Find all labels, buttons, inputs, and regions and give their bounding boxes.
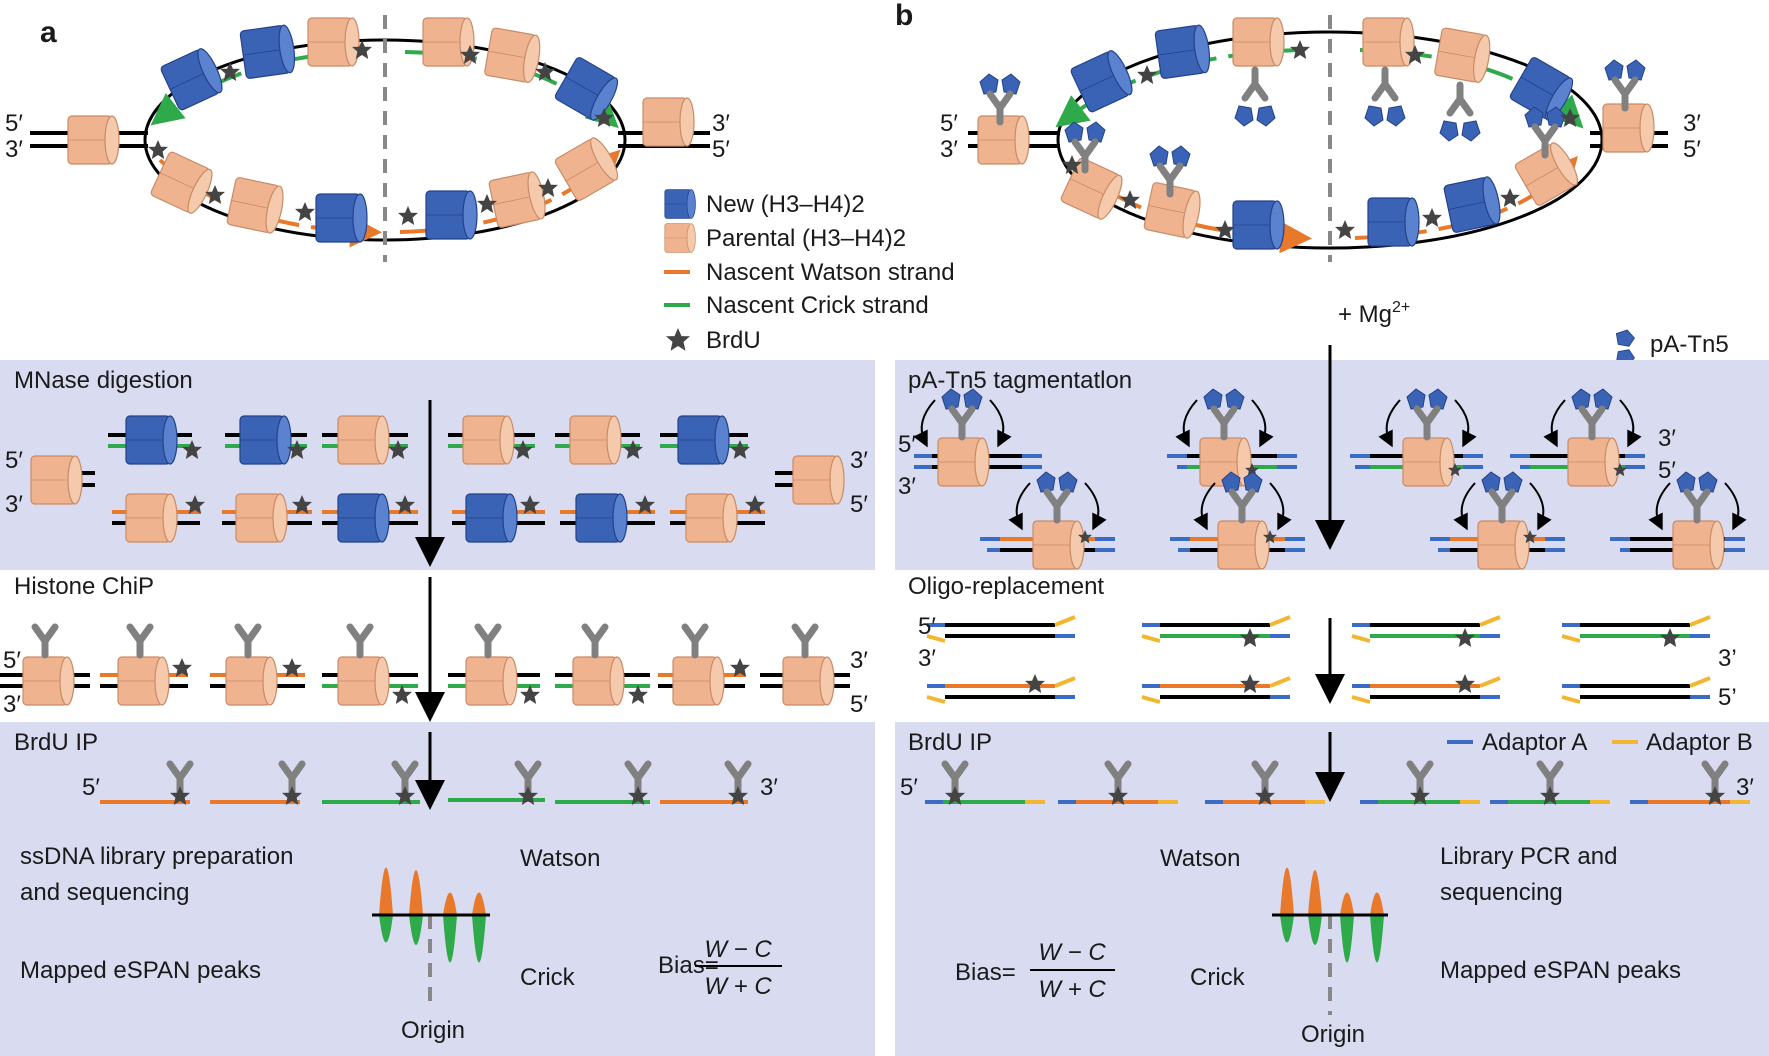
b-bias-label: Bias= [955, 959, 1016, 986]
tag-left-bottom: 3′ [898, 473, 916, 500]
b-peaks-label: Mapped eSPAN peaks [1440, 957, 1681, 984]
panel-b-letter: b [895, 0, 913, 32]
oligo-left-top: 5′ [918, 613, 936, 640]
a-brdu-panel [0, 722, 875, 1056]
chip-left-top: 5′ [3, 647, 21, 674]
tag-right-bottom: 5′ [1658, 457, 1676, 484]
mnase-right-top: 3′ [850, 447, 868, 474]
b-bias-denominator: W + C [1038, 976, 1106, 1003]
b-watson-label: Watson [1160, 845, 1240, 872]
legend-parental: Parental (H3–H4)2 [706, 225, 906, 252]
chip-right-bottom: 5′ [850, 691, 868, 718]
oligo-fragments [926, 615, 1711, 704]
b-library-line2: sequencing [1440, 879, 1563, 906]
mg-text: + Mg [1338, 301, 1392, 328]
chip-left-bottom: 3′ [3, 691, 21, 718]
tag-title: pA-Tn5 tagmentatlon [908, 367, 1132, 394]
mg-label: + Mg2+ [1338, 299, 1410, 328]
a-library-line2: and sequencing [20, 879, 189, 906]
b-brdu-left-end: 5′ [900, 774, 918, 801]
chip-right-top: 3′ [850, 647, 868, 674]
b-end-left-bottom: 3′ [940, 136, 958, 163]
legend-watson: Nascent Watson strand [706, 259, 955, 286]
tag-left-top: 5′ [898, 431, 916, 458]
mnase-title: MNase digestion [14, 367, 193, 394]
a-end-left-top: 5′ [5, 110, 23, 137]
b-end-right-top: 3′ [1683, 110, 1701, 137]
a-brdu-left-end: 5′ [82, 774, 100, 801]
oligo-left-bottom: 3′ [918, 645, 936, 672]
panel-a-replication-bubble [30, 15, 710, 262]
a-bias-denominator: W + C [704, 973, 772, 1000]
a-peaks [372, 867, 490, 1010]
oligo-right-top: 3’ [1718, 645, 1737, 672]
b-peaks [1272, 867, 1388, 1015]
b-brdu-fragments [925, 764, 1750, 805]
chip-title: Histone ChiP [14, 573, 154, 600]
a-end-right-bottom: 5′ [712, 136, 730, 163]
mnase-left-bottom: 3′ [5, 491, 23, 518]
b-origin-label: Origin [1301, 1021, 1365, 1048]
a-brdu-fragments [100, 764, 748, 805]
mg-superscript: 2+ [1392, 299, 1410, 316]
panel-a-letter: a [40, 16, 57, 49]
legend-brdu: BrdU [706, 327, 761, 354]
tag-fragments [913, 389, 1747, 570]
a-peaks-label: Mapped eSPAN peaks [20, 957, 261, 984]
b-end-right-bottom: 5′ [1683, 136, 1701, 163]
b-brdu-title: BrdU IP [908, 729, 992, 756]
a-origin-label: Origin [401, 1017, 465, 1044]
a-crick-label: Crick [520, 964, 576, 991]
a-watson-label: Watson [520, 845, 600, 872]
legend-new: New (H3–H4)2 [706, 191, 865, 218]
a-end-left-bottom: 3′ [5, 136, 23, 163]
legend-crick: Nascent Crick strand [706, 292, 929, 319]
b-brdu-right-end: 3′ [1736, 774, 1754, 801]
a-brdu-right-end: 3′ [760, 774, 778, 801]
b-brdu-panel [895, 722, 1769, 1056]
oligo-title: Oligo-replacement [908, 573, 1104, 600]
b-bias-numerator: W − C [1038, 939, 1106, 966]
panel-b-replication-bubble [968, 15, 1668, 262]
tag-right-top: 3′ [1658, 425, 1676, 452]
mnase-left-top: 5′ [5, 447, 23, 474]
a-brdu-title: BrdU IP [14, 729, 98, 756]
mnase-fragments [30, 415, 845, 543]
legend: New (H3–H4)2 Parental (H3–H4)2 Nascent W… [664, 189, 955, 354]
a-end-right-top: 3′ [712, 110, 730, 137]
a-library-line1: ssDNA library preparation [20, 843, 293, 870]
b-crick-label: Crick [1190, 964, 1246, 991]
b-library-line1: Library PCR and [1440, 843, 1617, 870]
oligo-right-bottom: 5’ [1718, 684, 1737, 711]
mnase-right-bottom: 5′ [850, 491, 868, 518]
chip-fragments [0, 627, 850, 706]
b-end-left-top: 5′ [940, 110, 958, 137]
a-bias-numerator: W − C [704, 936, 772, 963]
adaptor-a-label: Adaptor A [1482, 729, 1587, 756]
patn5-legend: pA-Tn5 [1650, 331, 1729, 358]
adaptor-b-label: Adaptor B [1646, 729, 1753, 756]
